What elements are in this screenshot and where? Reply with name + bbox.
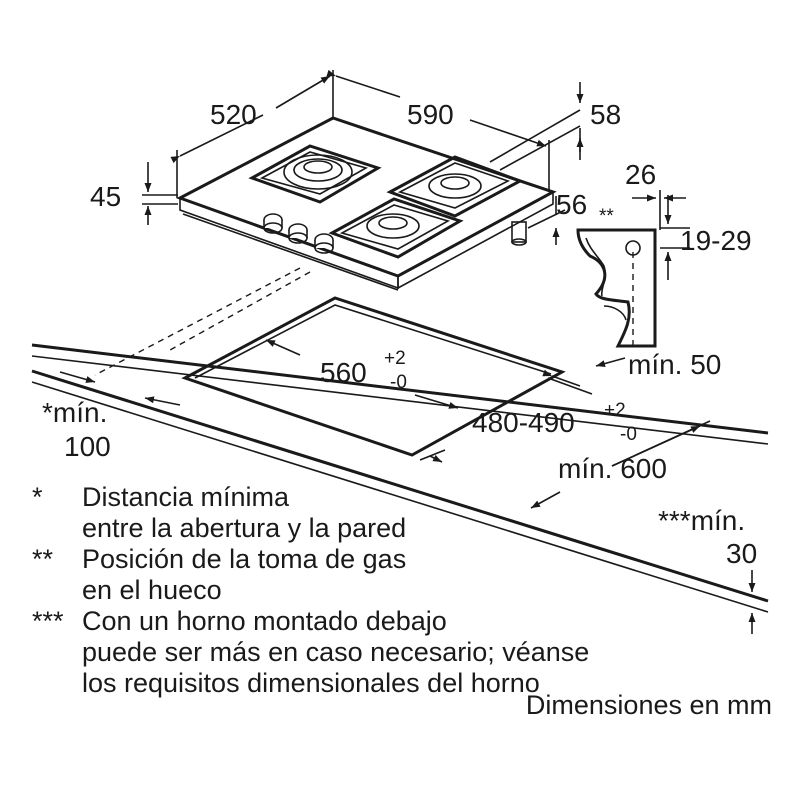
footnote-line: Posición de la toma de gas	[82, 544, 407, 574]
dim-min-depth: mín. 600	[558, 453, 667, 484]
footnotes: * Distancia mínima entre la abertura y l…	[32, 482, 772, 699]
footnote-line: en el hueco	[82, 575, 222, 605]
gas-hob	[176, 116, 557, 291]
footnote-marker: *	[32, 482, 43, 512]
footnote-line: Con un horno montado debajo	[82, 606, 447, 636]
dim-front-edge: 26	[625, 159, 656, 190]
gas-connector	[511, 221, 527, 246]
dim-worktop-thickness: 19-29	[680, 225, 752, 256]
footnote-line: los requisitos dimensionales del horno	[82, 668, 540, 698]
footnote-wall-distance: * Distancia mínima entre la abertura y l…	[32, 482, 772, 544]
dim-depth: 520	[210, 99, 257, 130]
hob-projection	[94, 267, 311, 376]
dim-cutout-width-tol-minus: -0	[390, 372, 407, 393]
dim-min-wall-label: *mín.	[42, 397, 107, 428]
cutout-opening	[181, 296, 566, 457]
dim-cutout-width: 560	[320, 357, 367, 388]
dim-gas-position: 56	[556, 189, 587, 220]
dim-cutout-width-tol-plus: +2	[384, 348, 406, 369]
burner-front	[328, 197, 464, 259]
footnote-oven: *** Con un horno montado debajo puede se…	[32, 606, 772, 699]
dim-top-thickness: 58	[590, 99, 621, 130]
footnote-line: Distancia mínima	[82, 482, 290, 512]
dim-cutout-depth-tol-minus: -0	[620, 424, 637, 445]
footnote-gas-position: ** Posición de la toma de gas en el huec…	[32, 544, 772, 606]
dim-min-wall-value: 100	[64, 431, 111, 462]
footnote-marker: ***	[32, 606, 64, 636]
dim-gas-marker: **	[599, 206, 614, 227]
dim-width: 590	[407, 99, 454, 130]
control-knobs	[263, 213, 334, 254]
dim-min-below-value: 30	[726, 538, 757, 569]
dim-min-front: mín. 50	[628, 349, 721, 380]
burner-right	[386, 155, 524, 218]
units-caption: Dimensiones en mm	[525, 690, 772, 720]
footnote-marker: **	[32, 544, 54, 574]
worktop-section-detail	[576, 228, 657, 348]
dim-lines	[59, 69, 756, 634]
worktop	[31, 343, 769, 613]
dim-min-below-label: ***mín.	[658, 505, 745, 536]
dim-cutout-depth: 480-490	[472, 407, 575, 438]
burner-large	[248, 144, 382, 204]
dim-cutout-depth-tol-plus: +2	[604, 400, 626, 421]
footnote-line: entre la abertura y la pared	[82, 513, 407, 543]
footnote-line: puede ser más en caso necesario; véanse	[82, 637, 590, 667]
dim-height-left: 45	[90, 181, 121, 212]
